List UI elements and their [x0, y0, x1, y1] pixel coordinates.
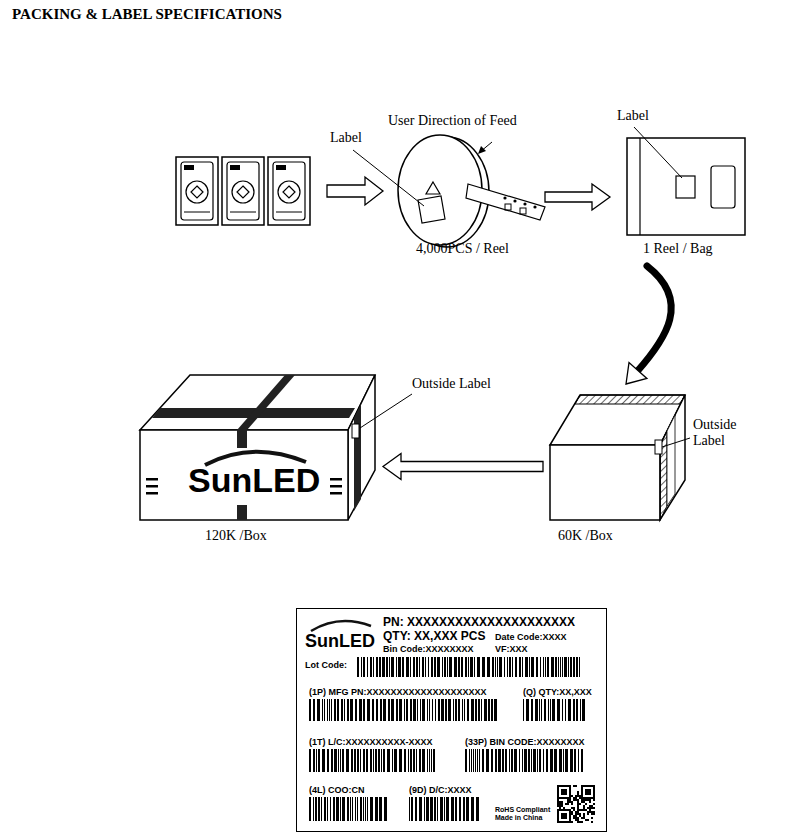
tape-pockets [176, 157, 310, 225]
label-field: (1T) L/C:XXXXXXXXXX-XXXX [309, 737, 433, 747]
label-field: QTY: XX,XXX PCS [383, 629, 485, 643]
flow-arrow [626, 266, 671, 384]
label-field: Lot Code: [305, 660, 347, 670]
label-field: VF:XXX [495, 644, 528, 654]
callout-label: Label [330, 130, 362, 146]
carton-60k [550, 395, 685, 520]
callout-label: Outside Label [412, 376, 491, 392]
page-title: PACKING & LABEL SPECIFICATIONS [12, 6, 282, 23]
box-120k: SunLED 120K /Box [138, 370, 378, 545]
label-field: (1P) MFG PN:XXXXXXXXXXXXXXXXXXXX [309, 687, 487, 697]
box-60k: 60K /Box [548, 388, 688, 548]
label-field: (4L) COO:CN [309, 785, 365, 795]
leader-line [662, 438, 690, 447]
callout-label: Outside Label [693, 417, 753, 449]
label-field: PN: XXXXXXXXXXXXXXXXXXXXX [383, 615, 575, 629]
leader-line [353, 150, 424, 206]
label-field: Bin Code:XXXXXXXX [383, 644, 474, 654]
label-card: SunLED PN: XXXXXXXXXXXXXXXXXXXXXQTY: XX,X… [296, 608, 607, 832]
reel-group: 4,000PCS / Reel [385, 128, 540, 265]
leader-line [360, 394, 412, 428]
label-field: (33P) BIN CODE:XXXXXXXX [465, 737, 585, 747]
reel [398, 135, 545, 247]
caption: 1 Reel / Bag [643, 241, 713, 257]
carton-120k [140, 375, 375, 520]
label-field: Date Code:XXXX [495, 632, 567, 642]
bag [627, 138, 745, 235]
caption: 60K /Box [558, 528, 613, 544]
callout-label: Label [617, 108, 649, 124]
label-field: Made in China [495, 814, 542, 821]
flow-arrow [383, 454, 543, 480]
leader-line [634, 127, 682, 178]
brand-logo: SunLED [188, 461, 320, 500]
label-field: (Q) QTY:XX,XXX [523, 687, 592, 697]
label-field: (9D) D/C:XXXX [409, 785, 472, 795]
hollow-arrow [327, 177, 383, 205]
bag-group: 1 Reel / Bag [615, 132, 755, 262]
caption: 4,000PCS / Reel [416, 241, 509, 257]
label-field: SunLED [305, 631, 375, 652]
flow-arrow [545, 184, 610, 210]
label-field: RoHS Compliant [495, 806, 550, 813]
caption: 120K /Box [205, 528, 267, 544]
callout-label: User Direction of Feed [388, 113, 517, 129]
